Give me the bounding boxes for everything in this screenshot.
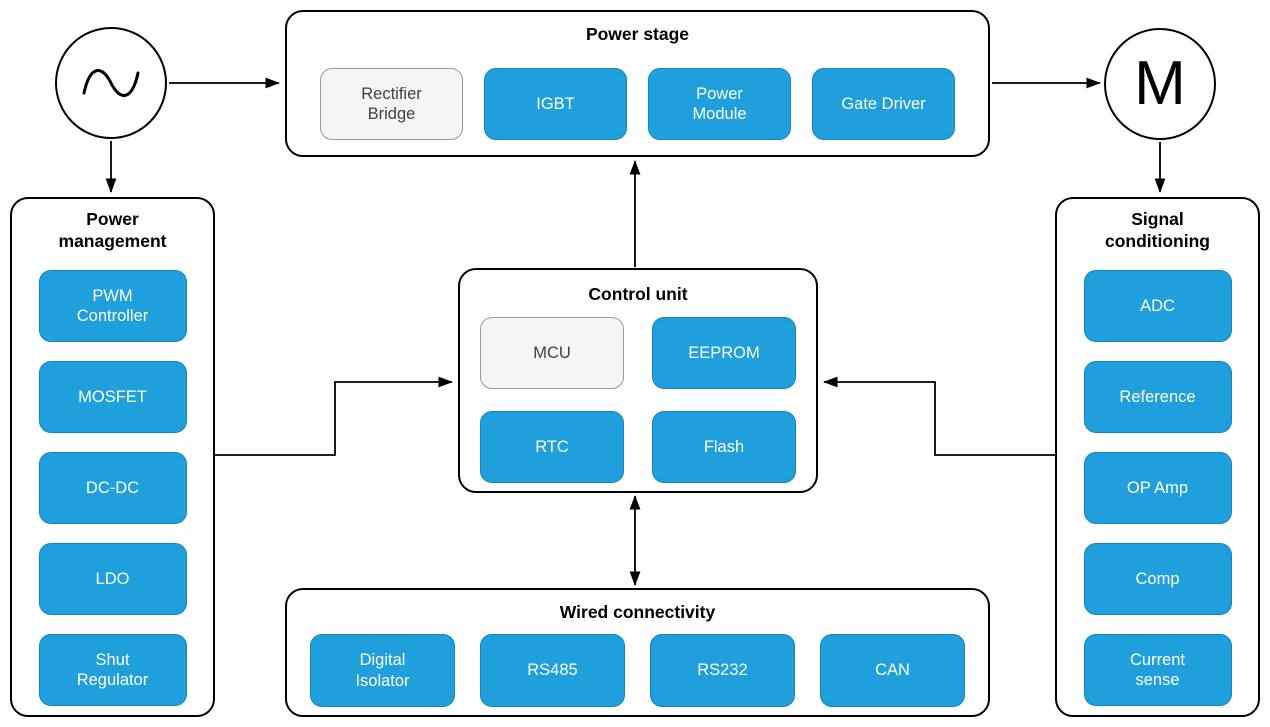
arrow-power-management-to-control-unit bbox=[215, 376, 453, 456]
chip-digital-isolator: Digital Isolator bbox=[310, 634, 455, 707]
group-title: Power management bbox=[58, 209, 167, 251]
group-control-unit: Control unit MCU EEPROM RTC Flash bbox=[458, 268, 818, 493]
chip-rectifier-bridge: Rectifier Bridge bbox=[320, 68, 463, 140]
arrow-signal-conditioning-to-control-unit bbox=[823, 376, 1055, 456]
chip-mcu: MCU bbox=[480, 317, 624, 389]
group-title: Power stage bbox=[585, 24, 690, 44]
power-stage-chips: Rectifier Bridge IGBT Power Module Gate Dri… bbox=[287, 68, 988, 140]
chip-rs232: RS232 bbox=[650, 634, 795, 707]
chip-rtc: RTC bbox=[480, 411, 624, 483]
chip-comp: Comp bbox=[1083, 543, 1232, 615]
chip-rs485: RS485 bbox=[480, 634, 625, 707]
group-wired-connectivity: Wired connectivity Digital Isolator RS485… bbox=[285, 588, 990, 717]
motor-node: M bbox=[1104, 28, 1216, 140]
chip-shut-regulator: Shut Regulator bbox=[38, 634, 187, 706]
wired-connectivity-chips: Digital Isolator RS485 RS232 CAN bbox=[287, 634, 988, 707]
group-power-stage: Power stage Rectifier Bridge IGBT Power Mo… bbox=[285, 10, 990, 157]
control-unit-chips: MCU EEPROM RTC Flash bbox=[480, 317, 796, 483]
chip-pwm-controller: PWM Controller bbox=[38, 270, 187, 342]
chip-current-sense: Current sense bbox=[1083, 634, 1232, 706]
chip-reference: Reference bbox=[1083, 361, 1232, 433]
chip-igbt: IGBT bbox=[484, 68, 627, 140]
chip-dc-dc: DC-DC bbox=[38, 452, 187, 524]
chip-mosfet: MOSFET bbox=[38, 361, 187, 433]
chip-gate-driver: Gate Driver bbox=[812, 68, 955, 140]
chip-eeprom: EEPROM bbox=[652, 317, 796, 389]
group-title: Wired connectivity bbox=[559, 602, 716, 622]
motor-label: M bbox=[1134, 49, 1186, 118]
chip-can: CAN bbox=[820, 634, 965, 707]
chip-adc: ADC bbox=[1083, 270, 1232, 342]
chip-op-amp: OP Amp bbox=[1083, 452, 1232, 524]
group-title: Control unit bbox=[588, 284, 688, 304]
group-title: Signal conditioning bbox=[1105, 209, 1210, 251]
ac-source-node bbox=[55, 27, 167, 139]
chip-ldo: LDO bbox=[38, 543, 187, 615]
chip-power-module: Power Module bbox=[648, 68, 791, 140]
chip-flash: Flash bbox=[652, 411, 796, 483]
sine-wave-icon bbox=[82, 69, 140, 97]
